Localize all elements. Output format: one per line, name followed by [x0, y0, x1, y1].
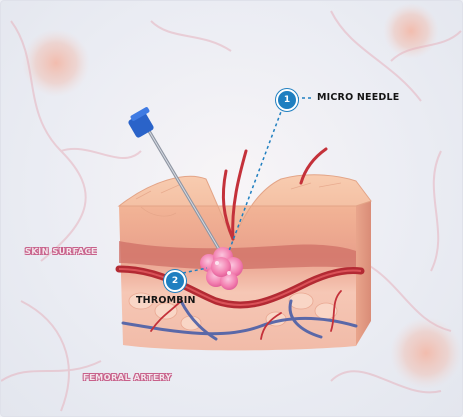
skin-surface-label: SKIN SURFACE: [25, 247, 97, 256]
micro-needle-label: MICRO NEEDLE: [317, 92, 399, 103]
callout-badge-2: 2: [164, 270, 186, 292]
femoral-artery-label: FEMORAL ARTERY: [83, 373, 172, 382]
callout-badge-1: 1: [276, 89, 298, 111]
thrombin-label: THROMBIN: [136, 295, 196, 306]
